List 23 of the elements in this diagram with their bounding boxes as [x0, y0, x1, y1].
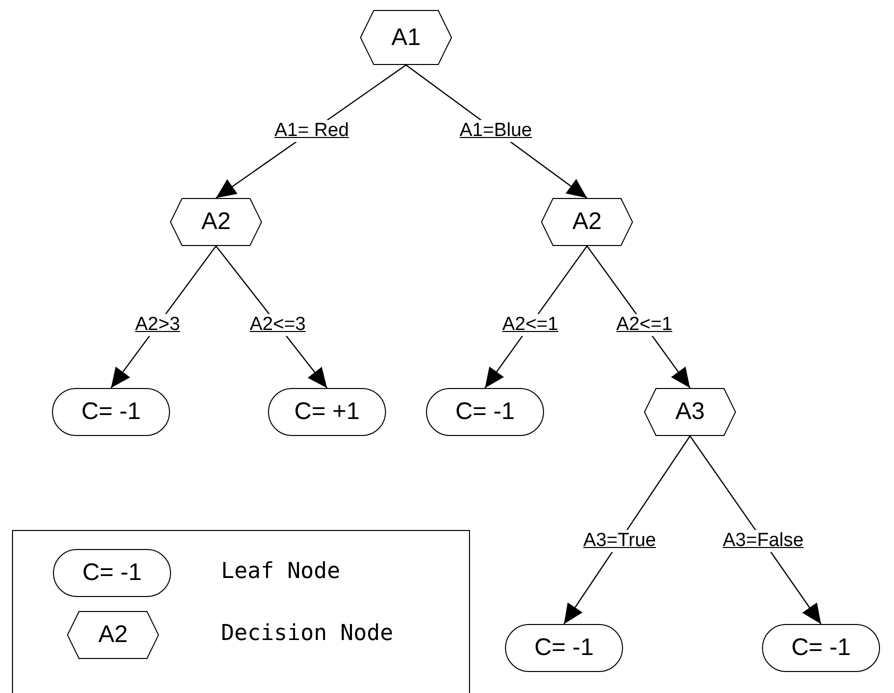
edge-label: A2<=3 — [246, 314, 309, 336]
decision-node: A2 — [541, 198, 633, 246]
decision-node: A1 — [360, 10, 452, 65]
edge-label: A2<=1 — [613, 314, 676, 336]
leaf-node: C= -1 — [505, 624, 623, 672]
edge-label: A1= Red — [271, 120, 352, 142]
edge-label: A2<=1 — [499, 314, 562, 336]
legend-decision-sample: A2 — [67, 611, 159, 659]
decision-node: A2 — [170, 198, 262, 246]
legend-leaf-sample: C= -1 — [53, 549, 171, 597]
legend-text: Leaf Node — [221, 559, 340, 584]
leaf-node: C= -1 — [762, 624, 880, 672]
leaf-node: C= -1 — [52, 388, 170, 436]
edge-label: A1=Blue — [456, 120, 535, 142]
arrow — [690, 436, 822, 624]
leaf-node: C= +1 — [268, 388, 386, 436]
edge-label: A3=False — [720, 530, 807, 552]
leaf-node: C= -1 — [426, 388, 544, 436]
edge-label: A2>3 — [132, 314, 184, 336]
decision-node: A3 — [644, 388, 736, 436]
arrow — [564, 436, 690, 624]
edge-label: A3=True — [580, 530, 659, 552]
legend-text: Decision Node — [221, 621, 394, 646]
